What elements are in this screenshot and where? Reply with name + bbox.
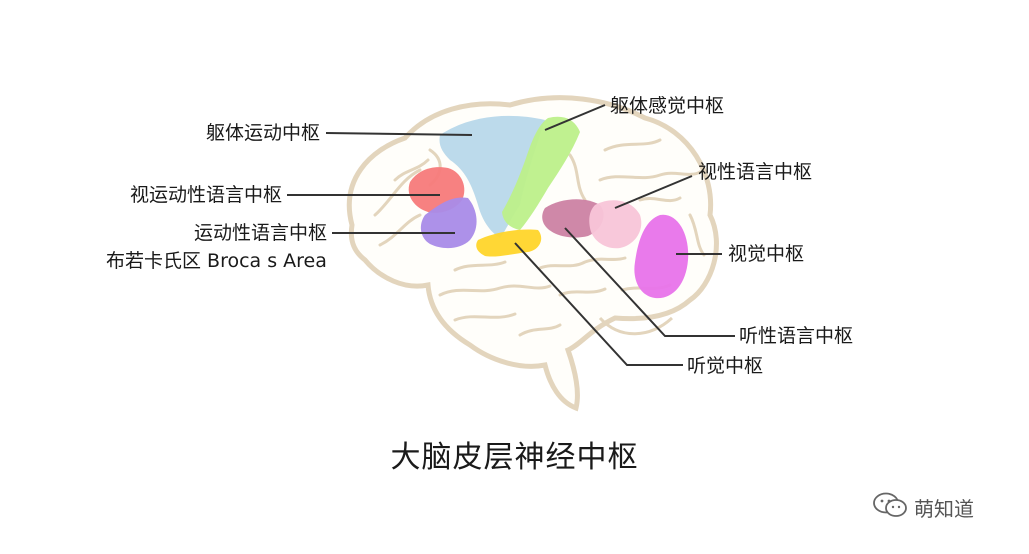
label-somatosensory: 躯体感觉中枢 — [610, 95, 725, 117]
leader-somatosensory — [544, 104, 606, 131]
leader-visual-speech — [614, 175, 693, 209]
label-auditory-center: 听觉中枢 — [687, 355, 764, 377]
label-broca-area: 布若卡氏区 Broca s Area — [106, 250, 327, 272]
visual-speech-region — [589, 200, 642, 249]
label-visual-motor-speech: 视运动性语言中枢 — [129, 184, 282, 206]
watermark-text: 萌知道 — [914, 496, 974, 521]
leader-auditory-speech — [564, 227, 735, 337]
label-motor-speech: 运动性语言中枢 — [193, 222, 327, 244]
motor-speech-region — [420, 197, 477, 249]
somatosensory-region — [502, 116, 580, 230]
label-visual-center: 视觉中枢 — [728, 243, 805, 265]
label-auditory-speech: 听性语言中枢 — [739, 325, 854, 347]
leader-auditory — [514, 242, 683, 366]
visual-center-region — [634, 214, 689, 299]
auditory-speech-region — [542, 199, 604, 238]
label-motor-center: 躯体运动中枢 — [205, 122, 320, 144]
label-visual-speech: 视性语言中枢 — [698, 161, 813, 183]
diagram-title: 大脑皮层神经中枢 — [390, 440, 639, 475]
cerebellum-outline — [598, 316, 674, 336]
wechat-icon — [872, 491, 908, 524]
auditory-center-region — [476, 229, 542, 257]
leader-lines — [287, 104, 735, 366]
motor-center-region — [439, 115, 545, 238]
leader-motor — [325, 132, 473, 136]
watermark: 萌知道 — [872, 492, 974, 522]
